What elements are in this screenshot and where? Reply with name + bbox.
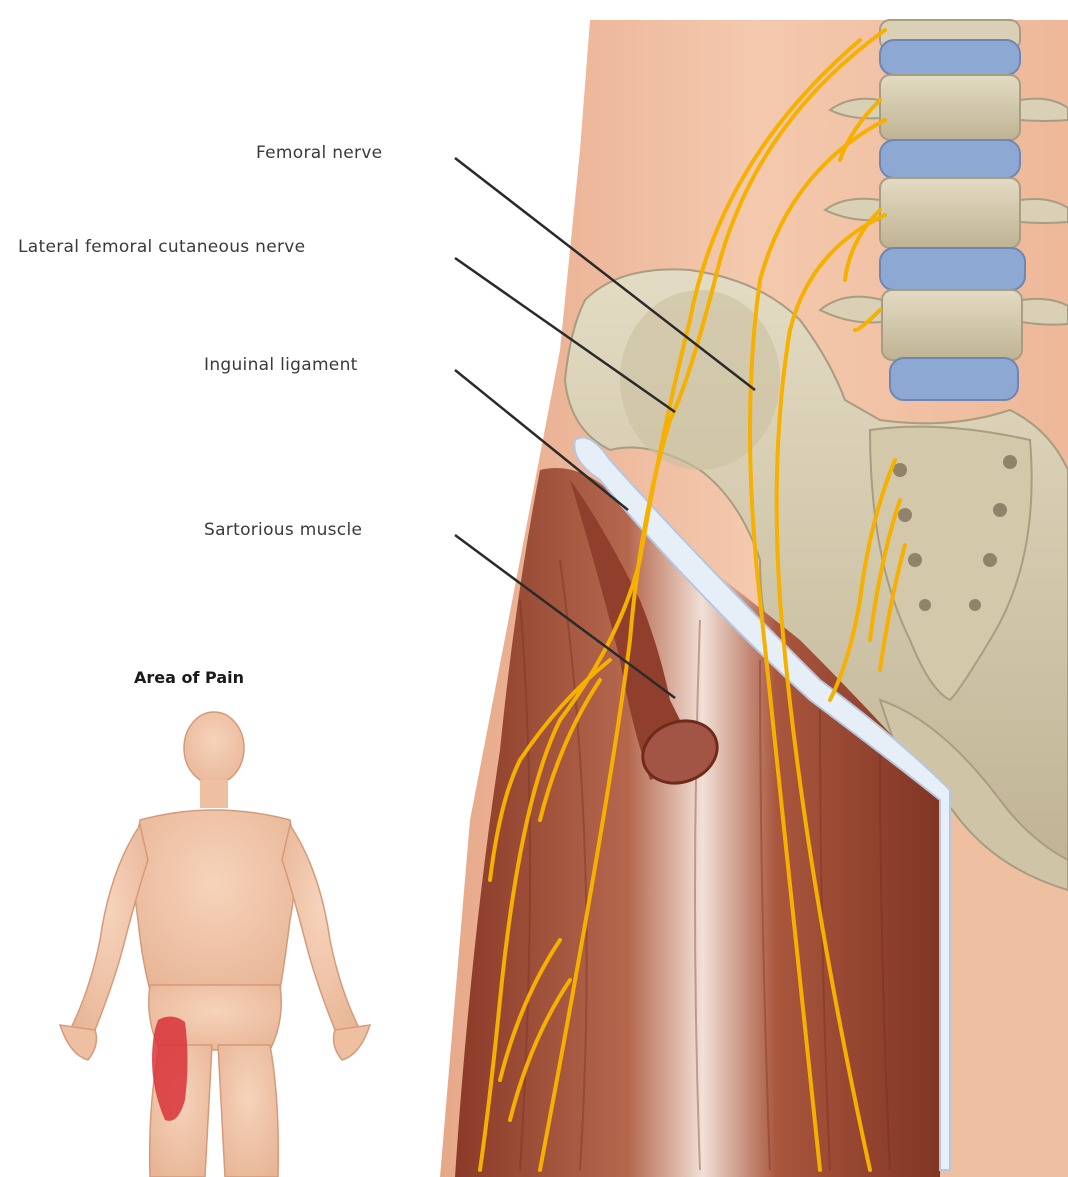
inset-title: Area of Pain	[134, 668, 244, 687]
sacral-foramen	[969, 599, 981, 611]
sacral-foramen	[1003, 455, 1017, 469]
inset-right-arm	[282, 825, 360, 1035]
inset-body-figure	[60, 712, 370, 1177]
inset-left-arm	[70, 825, 148, 1035]
inset-right-leg	[218, 1045, 278, 1177]
inset-neck	[200, 780, 228, 808]
sacral-foramen	[893, 463, 907, 477]
intervertebral-disc	[880, 248, 1025, 290]
transverse-process	[1022, 299, 1068, 325]
label-inguinal-ligament: Inguinal ligament	[204, 355, 358, 375]
label-lateral-femoral-cutaneous-nerve: Lateral femoral cutaneous nerve	[18, 237, 305, 257]
vertebra	[880, 75, 1020, 140]
sacral-foramen	[983, 553, 997, 567]
intervertebral-disc	[890, 358, 1018, 400]
vertebra	[882, 290, 1022, 360]
sacral-foramen	[993, 503, 1007, 517]
sacral-foramen	[898, 508, 912, 522]
vertebra	[880, 178, 1020, 248]
inset-left-hand	[60, 1025, 96, 1060]
inset-torso	[134, 810, 295, 990]
label-femoral-nerve: Femoral nerve	[256, 143, 382, 163]
label-sartorius-muscle: Sartorious muscle	[204, 520, 362, 540]
inset-right-hand	[334, 1025, 370, 1060]
inset-head	[184, 712, 244, 784]
sacral-foramen	[908, 553, 922, 567]
intervertebral-disc	[880, 40, 1020, 75]
intervertebral-disc	[880, 140, 1020, 178]
sacral-foramen	[919, 599, 931, 611]
